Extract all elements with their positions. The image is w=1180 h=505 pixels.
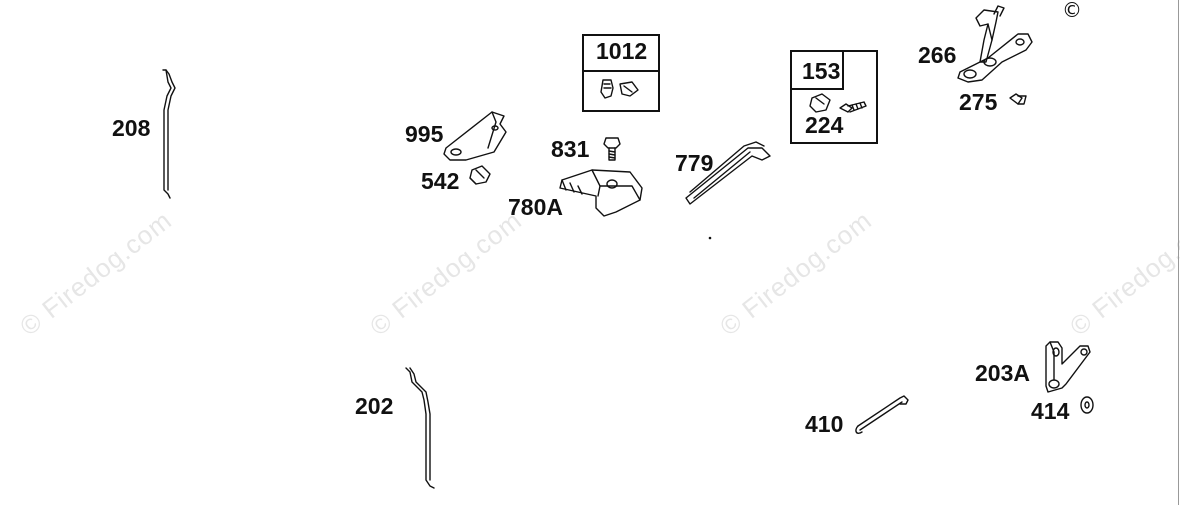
part-label-780A: 780A [508,194,563,220]
part-label-831: 831 [551,136,590,162]
part-label-275: 275 [959,89,998,115]
part-label-410: 410 [805,411,844,437]
callout-box-label: 153 [792,52,844,90]
callout-box-153: 153 [790,50,878,144]
part-label-779: 779 [675,150,714,176]
part-410-spring-link [855,395,909,435]
part-202-link-rod [405,367,435,489]
part-label-995: 995 [405,121,444,147]
part-831-bolt [603,137,621,161]
copyright-symbol: © [1062,0,1082,22]
part-995-bracket [443,111,507,161]
part-203A-lever [1045,341,1091,393]
page-border [1178,0,1179,505]
part-1012-fittings [600,79,639,99]
part-label-203A: 203A [975,360,1030,386]
part-label-208: 208 [112,115,151,141]
part-780A-bracket [559,169,643,217]
part-779-wire-clip [685,141,771,205]
part-275-screw [1009,93,1027,105]
part-542-screw [469,165,491,185]
part-208-link-rod [162,69,176,199]
part-224-fastener [809,93,867,113]
part-label-224: 224 [805,112,844,138]
part-414-washer [1080,396,1094,414]
part-label-202: 202 [355,393,394,419]
part-label-414: 414 [1031,398,1070,424]
callout-box-label: 1012 [584,36,658,72]
callout-box-1012: 1012 [582,34,660,112]
part-266-lever [957,5,1033,83]
part-label-542: 542 [421,168,460,194]
part-label-266: 266 [918,42,957,68]
